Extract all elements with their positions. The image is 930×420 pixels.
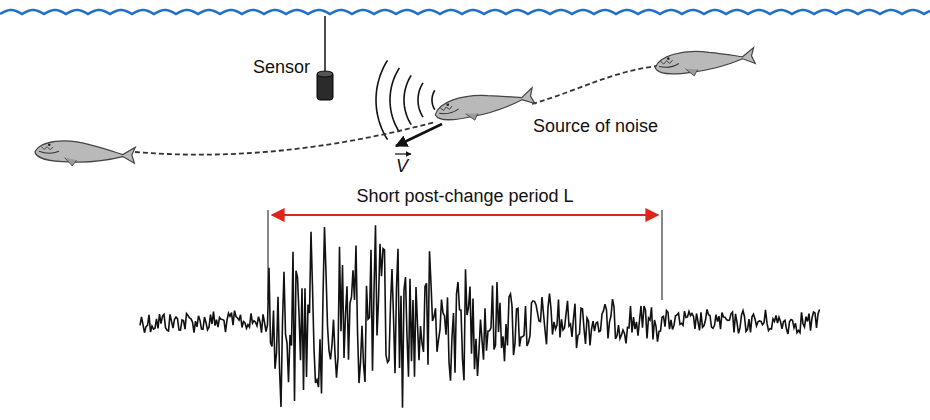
trajectory xyxy=(135,122,435,155)
trajectory xyxy=(532,66,657,104)
sensor-symbol xyxy=(317,71,333,100)
sound-arc xyxy=(376,60,388,139)
label-text: Source of noise xyxy=(533,117,658,137)
period-arrow xyxy=(272,214,658,216)
period-bound xyxy=(662,210,663,300)
label-text: Sensor xyxy=(253,58,310,78)
waveform xyxy=(140,225,820,407)
whale-figure xyxy=(34,139,135,169)
velocity-vector xyxy=(396,124,442,146)
label-text: Short post-change period L xyxy=(356,187,573,207)
sound-arc xyxy=(418,83,423,117)
whale-figure xyxy=(433,85,536,127)
whales xyxy=(34,45,756,169)
sound-arc xyxy=(390,68,399,132)
wave-line xyxy=(0,10,930,14)
sound-arc xyxy=(432,90,435,109)
vector-accent xyxy=(395,153,411,154)
water-surface xyxy=(0,10,930,14)
sensor-cable xyxy=(324,16,326,72)
sound-waves xyxy=(376,60,435,139)
whale-figure xyxy=(654,45,756,80)
signal-trace xyxy=(140,225,820,407)
sound-arc xyxy=(404,75,411,124)
label-text: V xyxy=(396,157,408,177)
